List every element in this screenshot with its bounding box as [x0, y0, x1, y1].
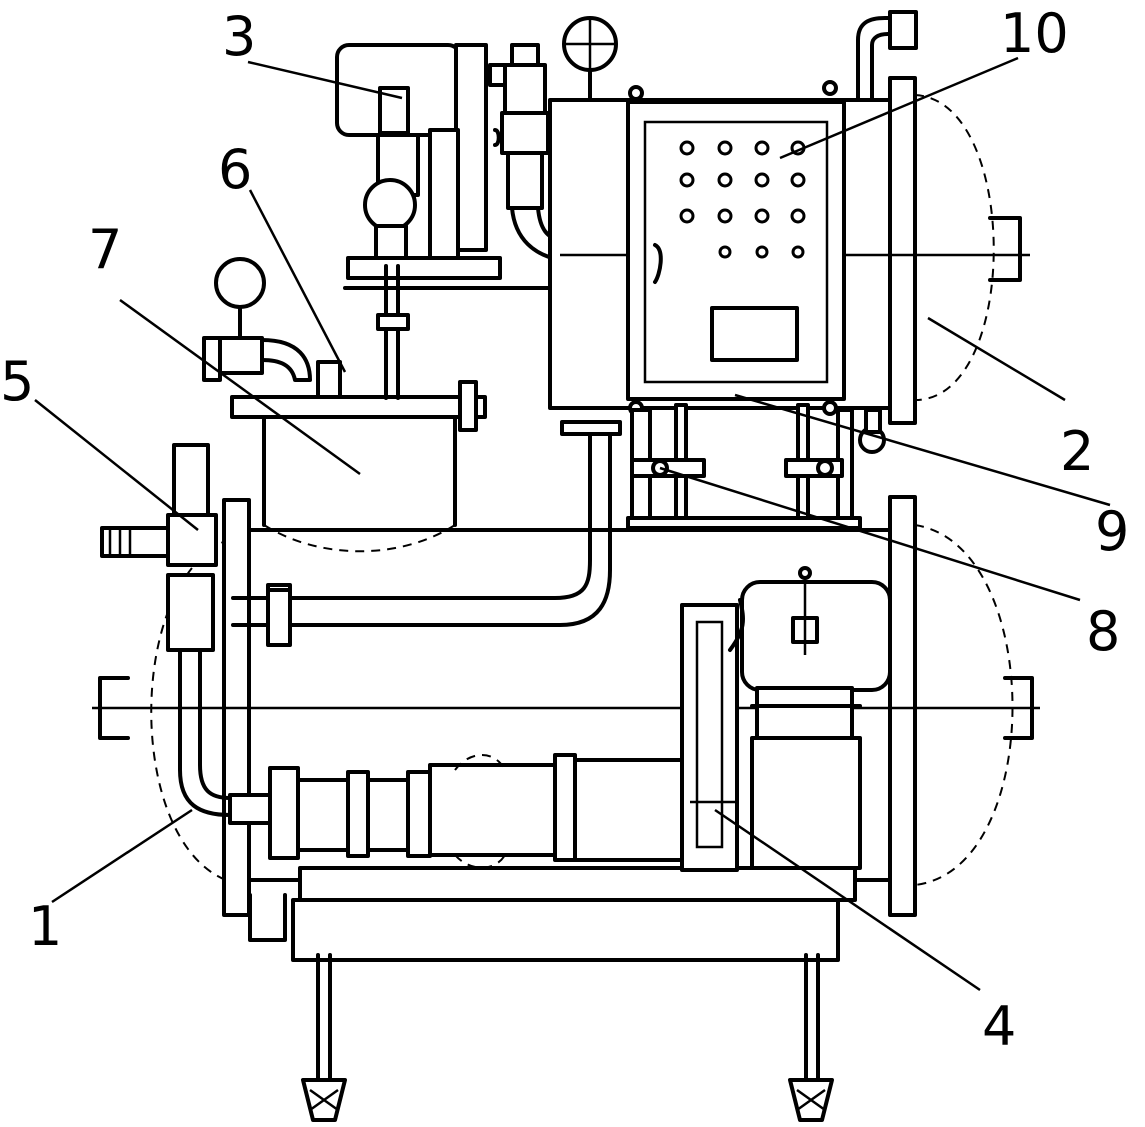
leader-9	[734, 393, 1111, 507]
left-piping	[100, 420, 622, 825]
display-window	[710, 306, 799, 362]
right-leg	[804, 953, 820, 1082]
leader-1	[51, 808, 193, 904]
callout-labels: 3 10 6 7 5 2 9 8 1 4	[0, 2, 1129, 1058]
upper-right-handle	[988, 216, 1022, 282]
top-motor-3	[335, 43, 557, 400]
leader-6	[248, 189, 347, 373]
leader-7	[119, 298, 361, 476]
callout-10: 10	[1000, 2, 1069, 65]
upper-tank	[548, 10, 1030, 454]
base-frame	[248, 866, 857, 1122]
valve-5-stem	[172, 443, 210, 522]
leader-4	[714, 808, 981, 992]
tank-7	[202, 257, 487, 553]
leader-lines	[34, 56, 1111, 992]
callout-2: 2	[1060, 420, 1094, 483]
callout-3: 3	[222, 5, 256, 68]
pressure-gauge-icon	[214, 257, 266, 309]
callout-1: 1	[28, 895, 62, 958]
left-leg	[316, 953, 332, 1082]
lower-tank	[92, 495, 1040, 917]
leader-10	[779, 56, 1019, 160]
panel-handle	[653, 243, 663, 284]
leader-3	[247, 60, 403, 100]
leader-2	[927, 316, 1066, 402]
callout-8: 8	[1086, 600, 1120, 663]
callout-9: 9	[1095, 500, 1129, 563]
pump-assembly	[268, 566, 892, 872]
lower-left-handle	[98, 676, 130, 740]
support-stands	[626, 403, 862, 530]
callout-4: 4	[982, 995, 1016, 1058]
callout-5: 5	[0, 350, 34, 413]
callout-6: 6	[218, 138, 252, 201]
leader-8	[659, 466, 1081, 602]
callout-7: 7	[88, 218, 122, 281]
lower-right-handle	[1003, 676, 1034, 740]
leader-5	[34, 399, 199, 531]
indicator-lights	[679, 140, 806, 259]
